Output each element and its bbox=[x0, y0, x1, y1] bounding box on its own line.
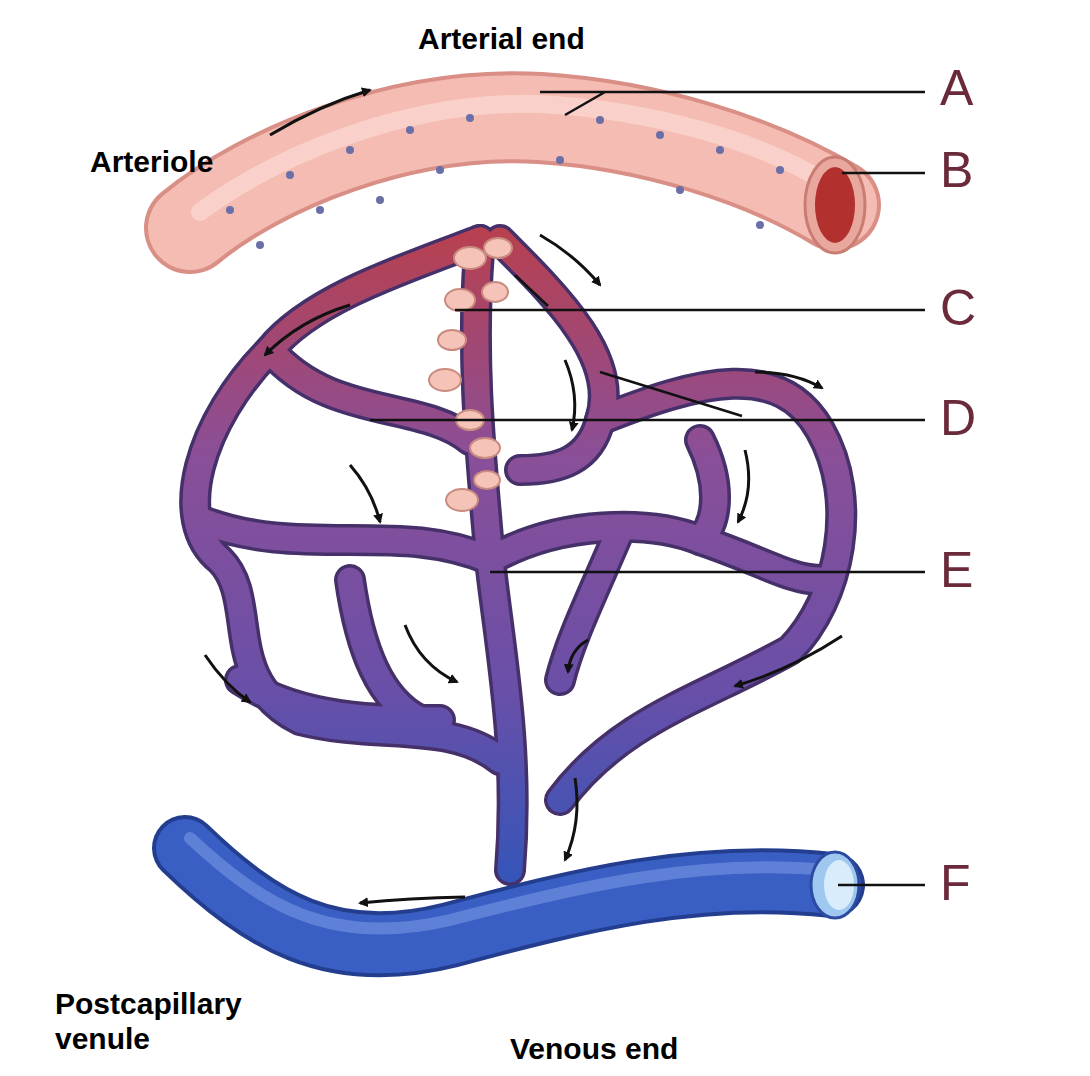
venule-tube bbox=[185, 838, 832, 944]
callout-letter: F bbox=[940, 855, 971, 913]
arteriole-tube bbox=[190, 104, 835, 228]
capillary-outline bbox=[195, 240, 841, 870]
region-label: Arterial end bbox=[418, 22, 585, 57]
vessel-label: Arteriole bbox=[90, 145, 213, 180]
callout-letter: A bbox=[940, 60, 973, 118]
vessel-label: Postcapillary venule bbox=[55, 987, 295, 1056]
arteriole-opening bbox=[805, 157, 865, 253]
callout-letter: B bbox=[940, 142, 973, 200]
callout-letter: E bbox=[940, 542, 973, 600]
region-label: Venous end bbox=[510, 1032, 678, 1067]
endothelial-nuclei bbox=[226, 114, 784, 249]
flow-arrows bbox=[205, 90, 842, 903]
leader-lines bbox=[370, 92, 925, 885]
precapillary-sphincters bbox=[429, 238, 512, 511]
callout-letter: C bbox=[940, 280, 976, 338]
callout-letter: D bbox=[940, 390, 976, 448]
